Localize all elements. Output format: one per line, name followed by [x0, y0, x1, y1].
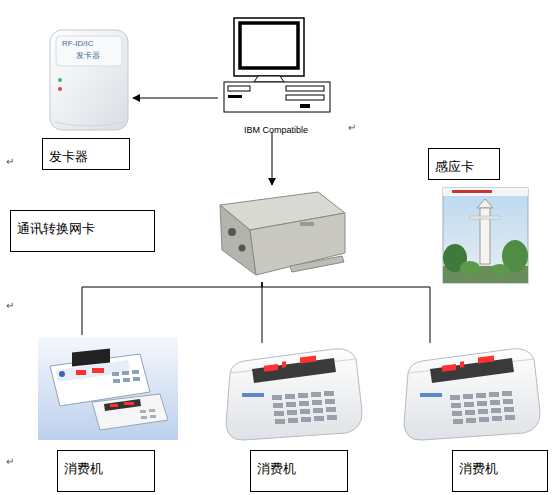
node-text: 感应卡 [435, 159, 474, 175]
caption-box: 消费机 [57, 450, 155, 492]
consumption-machine: 消费机 [220, 343, 364, 442]
node-text: 通讯转换网卡 [17, 221, 95, 237]
node-text: 消费机 [257, 461, 296, 477]
caption-box: 感应卡 [428, 148, 500, 180]
paragraph-mark: ↵ [6, 300, 14, 311]
device-print: 发卡器 [76, 52, 100, 61]
node-text: IBM Compatible [244, 125, 308, 136]
paragraph-mark: ↵ [348, 122, 356, 133]
bus-line [262, 282, 263, 343]
caption-box: 发卡器 [42, 138, 130, 170]
bus-line [82, 282, 262, 335]
consumption-machine: 消费机 [38, 335, 180, 442]
caption-box: 消费机 [452, 450, 548, 492]
induction-card: 感应卡 [440, 186, 530, 284]
paragraph-mark: ↵ [6, 156, 14, 167]
arrow-connector [272, 132, 273, 185]
node-text: 发卡器 [49, 149, 88, 165]
node-text: 消费机 [64, 461, 103, 477]
caption-box: 通讯转换网卡 [10, 210, 155, 252]
caption-text: IBM Compatible [218, 118, 334, 131]
converter-card: 通讯转换网卡 [213, 185, 348, 282]
device-print: RF-ID/IC [62, 40, 94, 49]
arrow-connector [133, 98, 218, 99]
consumption-machine: 消费机 [398, 343, 542, 442]
paragraph-mark: ↵ [6, 456, 14, 467]
computer: IBM Compatible [218, 12, 334, 132]
node-text: 消费机 [459, 461, 498, 477]
bus-line [262, 282, 430, 343]
caption-box: 消费机 [250, 450, 348, 492]
